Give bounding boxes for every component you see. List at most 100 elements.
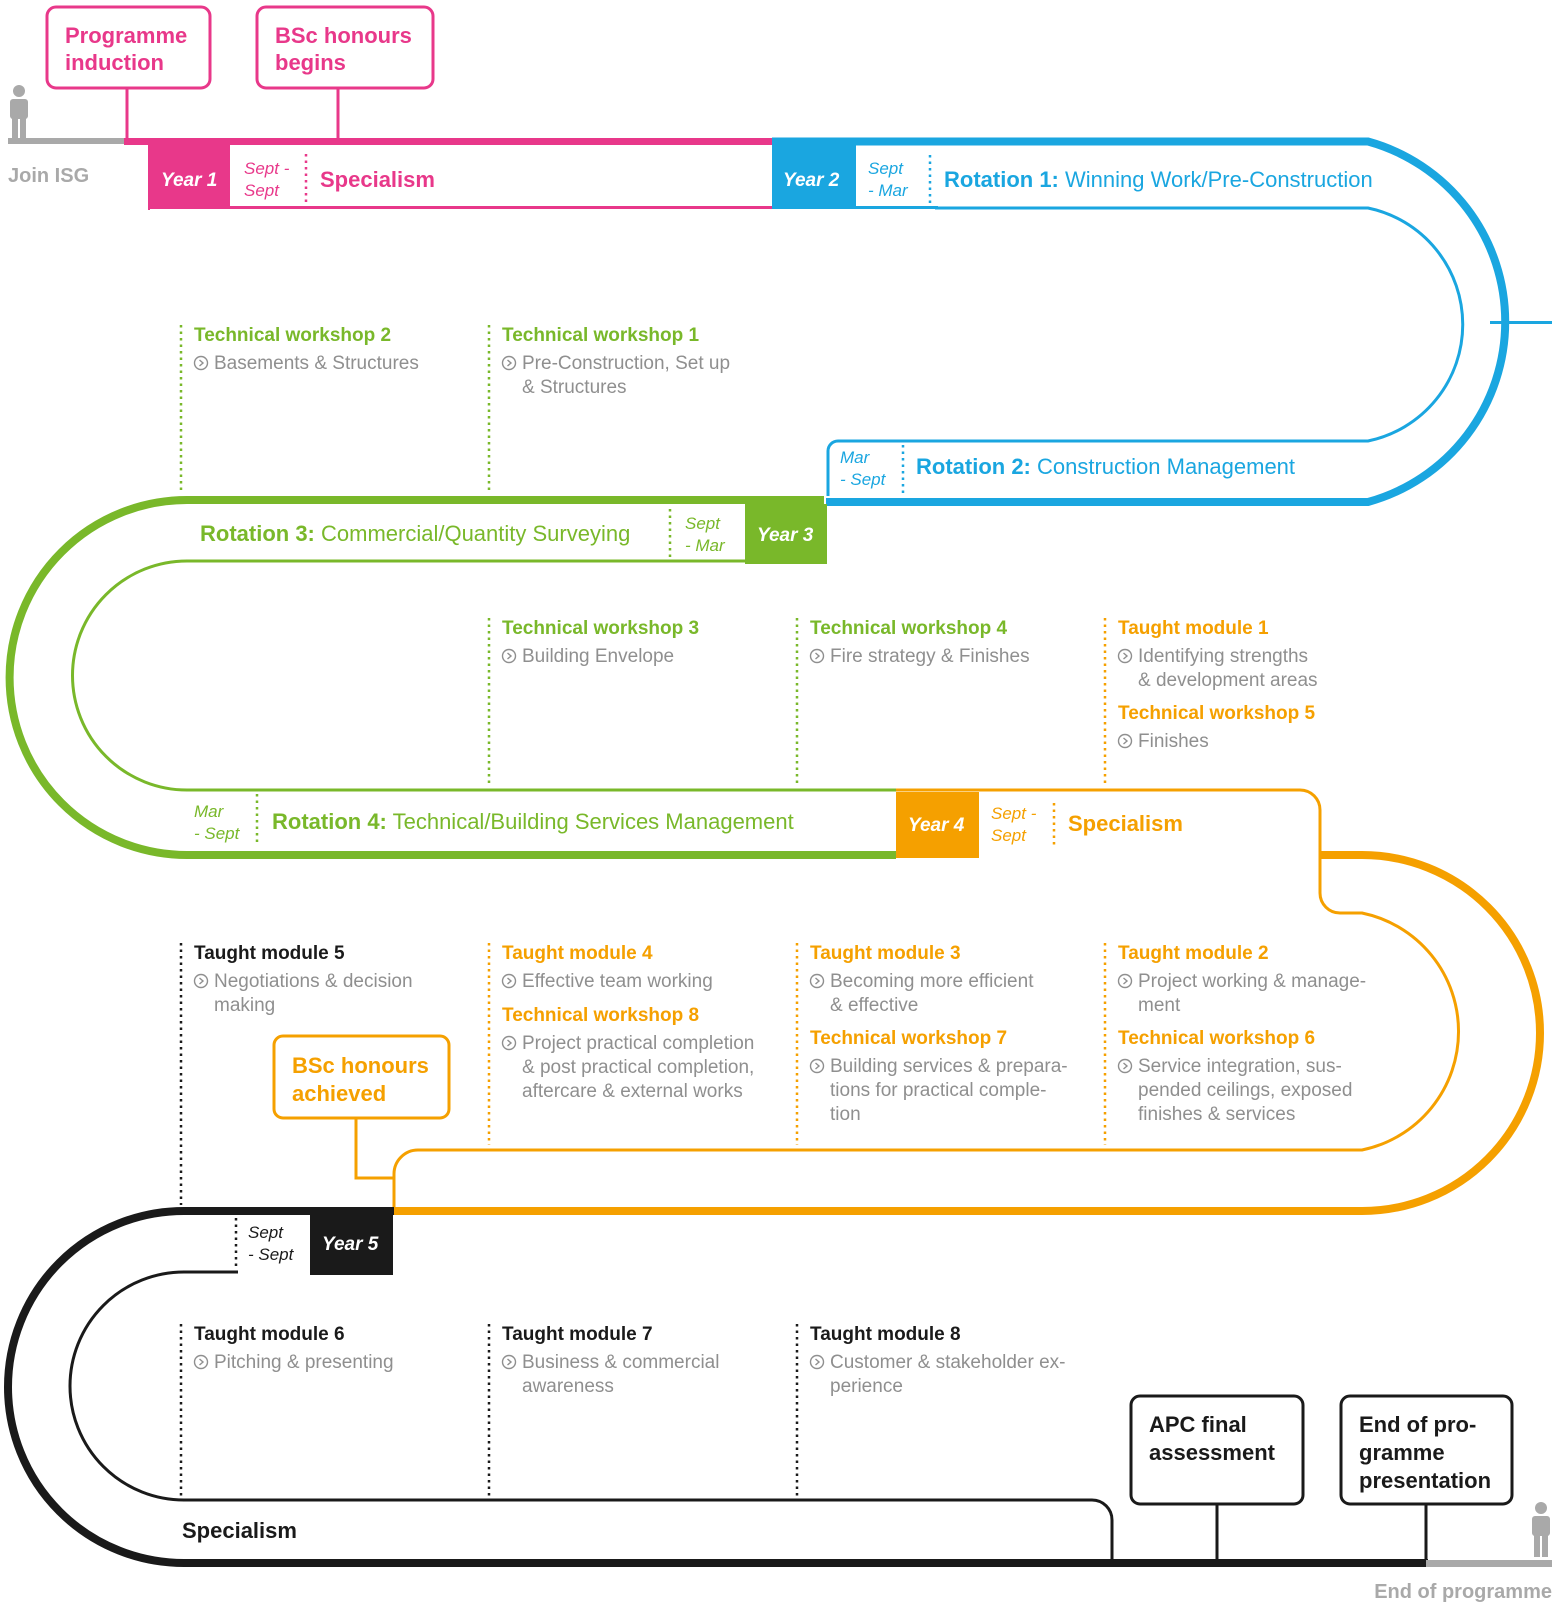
year4-title: Specialism	[1068, 811, 1183, 836]
module-title: Taught module 2	[1118, 943, 1269, 964]
end-of-programme-label: End of programme	[1374, 1581, 1552, 1603]
module-item-line: finishes & services	[1138, 1104, 1295, 1125]
year2-tag	[772, 145, 856, 209]
apc-final-text-1: APC final	[1149, 1412, 1247, 1437]
circled-chevron-icon	[1117, 1058, 1133, 1074]
year2-blue-track	[772, 137, 1552, 506]
rotation1-period-1: Sept	[868, 159, 904, 178]
module-title: Taught module 1	[1118, 618, 1269, 639]
module-title: Technical workshop 4	[810, 618, 1008, 639]
rotation2-title-bold: Rotation 2:	[916, 454, 1031, 479]
bsc-achieved-box	[272, 1034, 451, 1120]
module-item-line: pended ceilings, exposed	[1138, 1080, 1352, 1101]
module-item-line: perience	[830, 1376, 903, 1397]
module-item-line: Pre-Construction, Set up	[522, 353, 730, 374]
bsc-achieved-text-2: achieved	[292, 1081, 386, 1106]
rotation1-title: Rotation 1: Winning Work/Pre-Constructio…	[944, 167, 1373, 192]
year3-tag	[745, 504, 827, 564]
year5-specialism-title: Specialism	[182, 1518, 297, 1543]
circled-chevron-icon	[501, 1354, 517, 1370]
year4-year-label: Year 4	[908, 815, 965, 836]
bsc-begins-text-2: begins	[275, 50, 346, 75]
module-item-line: tions for practical comple-	[830, 1080, 1046, 1101]
bsc-begins-text-1: BSc honours	[275, 23, 412, 48]
module-item-line: tion	[830, 1104, 861, 1125]
module-item-line: Basements & Structures	[214, 353, 419, 374]
module-title: Taught module 7	[502, 1324, 653, 1345]
circled-chevron-icon	[809, 1058, 825, 1074]
circled-chevron-icon	[809, 1354, 825, 1370]
module-item-line: & Structures	[522, 377, 627, 398]
circled-chevron-icon	[501, 648, 517, 664]
module-item-line: & post practical completion,	[522, 1057, 754, 1078]
module-item-line: Negotiations & decision	[214, 971, 413, 992]
module-item-line: Becoming more efficient	[830, 971, 1034, 992]
module-tm6: Taught module 6 Pitching & presenting	[193, 1324, 394, 1373]
module-tm8: Taught module 8 Customer & stakeholder ex…	[809, 1324, 1066, 1397]
module-title: Technical workshop 7	[810, 1028, 1007, 1049]
rotation1-title-bold: Rotation 1:	[944, 167, 1059, 192]
rotation3-title-rest: Commercial/Quantity Surveying	[315, 521, 630, 546]
circled-chevron-icon	[1117, 973, 1133, 989]
rotation2-period-2: - Sept	[840, 470, 887, 489]
circled-chevron-icon	[501, 355, 517, 371]
start-line	[8, 138, 128, 144]
year5-tag	[310, 1211, 393, 1275]
module-title: Technical workshop 1	[502, 325, 700, 346]
circled-chevron-icon	[1117, 648, 1133, 664]
bsc-begins-box	[255, 5, 435, 90]
module-title: Taught module 8	[810, 1324, 961, 1345]
year5-period-1: Sept	[248, 1223, 284, 1242]
rotation2-title: Rotation 2: Construction Management	[916, 454, 1295, 479]
programme-induction-text-2: induction	[65, 50, 164, 75]
rotation3-title-bold: Rotation 3:	[200, 521, 315, 546]
end-presentation-text-3: presentation	[1359, 1468, 1491, 1493]
module-tm5: Taught module 5 Negotiations & decision ma…	[193, 943, 413, 1016]
year1-year-label: Year 1	[161, 170, 217, 191]
year3-green-track	[5, 496, 896, 859]
year1-period-1: Sept -	[244, 159, 290, 178]
module-item-line: aftercare & external works	[522, 1081, 743, 1102]
rotation4-period-1: Mar	[194, 802, 225, 821]
module-title: Taught module 6	[194, 1324, 345, 1345]
join-isg-label: Join ISG	[8, 165, 89, 187]
module-leaders	[179, 325, 1107, 1497]
rotation1-period-2: - Mar	[868, 181, 909, 200]
module-item-line: Identifying strengths	[1138, 646, 1308, 667]
rotation4-period-2: - Sept	[194, 824, 241, 843]
circled-chevron-icon	[501, 973, 517, 989]
end-presentation-text-2: gramme	[1359, 1440, 1445, 1465]
rotation4-title-bold: Rotation 4:	[272, 809, 387, 834]
circled-chevron-icon	[1117, 733, 1133, 749]
module-tw4: Technical workshop 4 Fire strategy & Fini…	[809, 618, 1030, 667]
rotation2-period-1: Mar	[840, 448, 871, 467]
module-item-line: Fire strategy & Finishes	[830, 646, 1030, 667]
module-title: Taught module 5	[194, 943, 345, 964]
year4-period-1: Sept -	[991, 804, 1037, 823]
module-item-line: Service integration, sus-	[1138, 1056, 1342, 1077]
year4-orange-track	[392, 788, 1544, 1215]
circled-chevron-icon	[193, 355, 209, 371]
module-item-line: Effective team working	[522, 971, 713, 992]
module-item-line: Pitching & presenting	[214, 1352, 394, 1373]
module-item-line: making	[214, 995, 275, 1016]
module-tw1: Technical workshop 1 Pre-Construction, Se…	[501, 325, 730, 398]
module-item-line: Customer & stakeholder ex-	[830, 1352, 1066, 1373]
module-item-line: Finishes	[1138, 731, 1209, 752]
apc-final-text-2: assessment	[1149, 1440, 1276, 1465]
year1-title: Specialism	[320, 167, 435, 192]
rotation1-title-rest: Winning Work/Pre-Construction	[1059, 167, 1373, 192]
module-item-line: & effective	[830, 995, 918, 1016]
circled-chevron-icon	[501, 1035, 517, 1051]
end-presentation-text-1: End of pro-	[1359, 1412, 1476, 1437]
module-item-line: ment	[1138, 995, 1181, 1016]
